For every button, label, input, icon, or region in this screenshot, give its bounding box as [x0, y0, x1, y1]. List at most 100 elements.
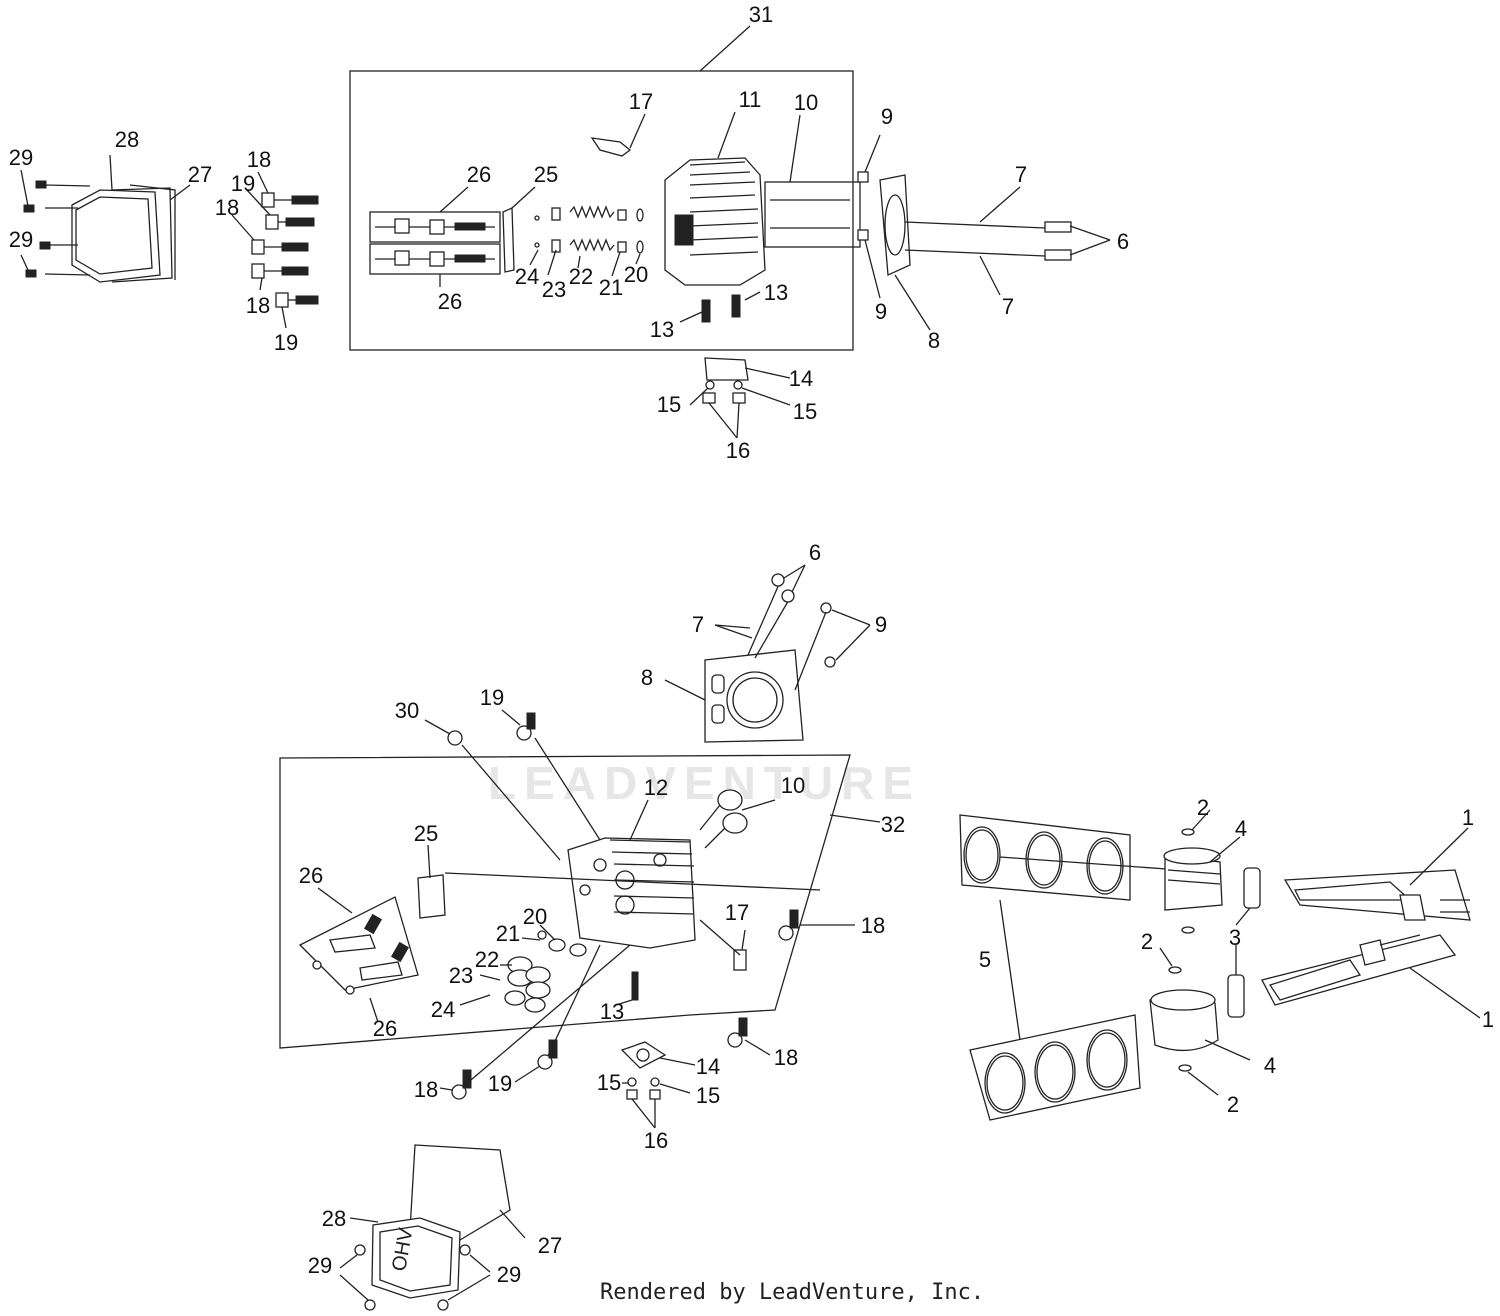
callout-25: 25 [413, 821, 439, 846]
callout-14: 14 [788, 366, 814, 391]
piston-upper [1163, 809, 1241, 934]
callout-15: 15 [596, 1070, 622, 1095]
callout-20: 20 [623, 262, 649, 287]
callout-16: 16 [725, 438, 751, 463]
valves-bottom [699, 789, 776, 849]
callout-14: 14 [695, 1054, 721, 1079]
callout-6: 6 [1116, 229, 1130, 254]
callout-19: 19 [479, 685, 505, 710]
callout-28: 28 [321, 1206, 347, 1231]
callout-2: 2 [1196, 795, 1210, 820]
callout-10: 10 [780, 773, 806, 798]
callout-26: 26 [466, 162, 492, 187]
callout-18: 18 [246, 147, 272, 172]
cylinder-head-top [664, 111, 766, 323]
callout-27: 27 [187, 162, 213, 187]
valve-cover-top [20, 154, 191, 283]
push-rods-bottom [714, 564, 871, 691]
callout-21: 21 [495, 921, 521, 946]
callout-15: 15 [695, 1083, 721, 1108]
head-bolts-top [231, 171, 319, 329]
head-gasket-top [857, 134, 931, 331]
piston-pin [1159, 867, 1261, 1018]
callout-23: 23 [541, 277, 567, 302]
callout-22: 22 [474, 947, 500, 972]
callout-30: 30 [394, 698, 420, 723]
callout-26: 26 [437, 289, 463, 314]
bolts-bottom [424, 709, 855, 1100]
valve-cover-bottom: OHV [339, 1144, 526, 1311]
callout-4: 4 [1263, 1053, 1277, 1078]
callout-13: 13 [649, 317, 675, 342]
callout-9: 9 [874, 299, 888, 324]
callout-5: 5 [978, 947, 992, 972]
head-gasket-bottom [664, 649, 804, 743]
callout-16: 16 [643, 1128, 669, 1153]
exhaust-parts-top [689, 357, 791, 439]
callout-18: 18 [413, 1077, 439, 1102]
callout-23: 23 [448, 963, 474, 988]
valve-springs-bottom [459, 924, 587, 1013]
callout-29: 29 [8, 227, 34, 252]
callout-7: 7 [1001, 294, 1015, 319]
callout-2: 2 [1226, 1092, 1240, 1117]
callout-9: 9 [874, 612, 888, 637]
exhaust-parts-bottom [620, 1041, 696, 1129]
callout-29: 29 [496, 1262, 522, 1287]
callout-28: 28 [114, 127, 140, 152]
callout-24: 24 [514, 264, 540, 289]
callout-7: 7 [691, 612, 705, 637]
callout-18: 18 [214, 195, 240, 220]
callout-27: 27 [537, 1233, 563, 1258]
connecting-rod-lower [1261, 934, 1481, 1019]
callout-19: 19 [273, 330, 299, 355]
valve-springs-top [529, 205, 644, 277]
push-rods-top [904, 186, 1111, 296]
valves-top [764, 114, 861, 248]
callout-10: 10 [793, 90, 819, 115]
rocker-arms-bottom [298, 844, 821, 1023]
bottom-assembly-frame [279, 754, 881, 1049]
callout-11: 11 [738, 87, 762, 112]
callout-1: 1 [1481, 1007, 1495, 1032]
callout-20: 20 [522, 904, 548, 929]
callout-19: 19 [230, 171, 256, 196]
callout-6: 6 [808, 540, 822, 565]
callout-18: 18 [860, 913, 886, 938]
callout-24: 24 [430, 997, 456, 1022]
callout-31: 31 [748, 2, 774, 27]
callout-8: 8 [927, 328, 941, 353]
callout-12: 12 [643, 775, 669, 800]
callout-22: 22 [568, 264, 594, 289]
callout-25: 25 [533, 162, 559, 187]
piston-rings-lower [969, 899, 1141, 1121]
callout-29: 29 [307, 1253, 333, 1278]
piston-rings-upper [959, 814, 1181, 901]
callout-7: 7 [1014, 162, 1028, 187]
callout-8: 8 [640, 665, 654, 690]
callout-15: 15 [656, 392, 682, 417]
callout-32: 32 [880, 812, 906, 837]
callout-26: 26 [298, 863, 324, 888]
callout-19: 19 [487, 1071, 513, 1096]
callout-17: 17 [724, 900, 750, 925]
callout-17: 17 [628, 89, 654, 114]
connecting-rod-upper [1283, 827, 1471, 921]
piston-lower [1149, 989, 1251, 1096]
callout-1: 1 [1461, 805, 1475, 830]
callout-13: 13 [763, 280, 789, 305]
callout-18: 18 [245, 293, 271, 318]
callout-2: 2 [1140, 929, 1154, 954]
callout-4: 4 [1234, 816, 1248, 841]
callout-18: 18 [773, 1045, 799, 1070]
callout-15: 15 [792, 399, 818, 424]
callout-26: 26 [372, 1016, 398, 1041]
callout-21: 21 [598, 275, 624, 300]
callout-13: 13 [599, 999, 625, 1024]
spark-plug-top [590, 113, 646, 157]
rocker-arms-top [369, 186, 536, 287]
callout-9: 9 [880, 104, 894, 129]
cylinder-head-bottom [567, 799, 696, 949]
